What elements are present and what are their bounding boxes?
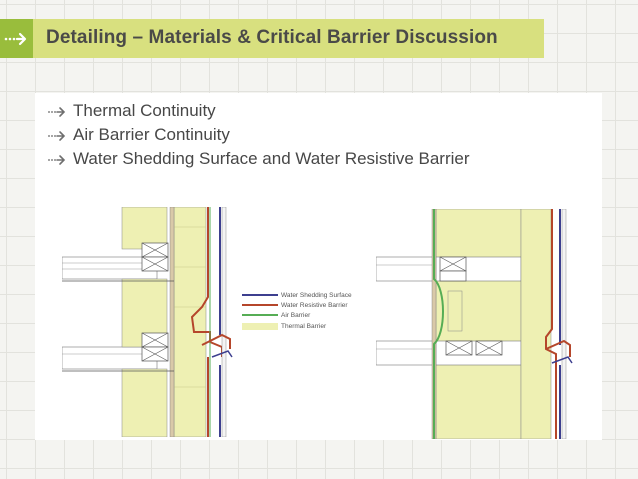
bullet-text: Water Shedding Surface and Water Resisti… [73, 149, 470, 168]
legend-label: Water Resistive Barrier [281, 301, 348, 309]
bullet-item: Air Barrier Continuity [47, 123, 470, 147]
legend-swatch [242, 304, 278, 306]
slide-title: Detailing – Materials & Critical Barrier… [46, 27, 498, 48]
legend-item: Water Shedding Surface [242, 290, 352, 300]
legend-label: Water Shedding Surface [281, 291, 352, 299]
slide-header: Detailing – Materials & Critical Barrier… [0, 19, 544, 58]
barrier-legend: Water Shedding Surface Water Resistive B… [242, 290, 362, 340]
legend-item: Thermal Barrier [242, 321, 326, 331]
legend-swatch [242, 322, 278, 330]
legend-swatch [242, 314, 278, 316]
arrow-bullet-icon [48, 107, 66, 117]
bullet-text: Thermal Continuity [73, 101, 216, 120]
arrow-bullet-icon [48, 155, 66, 165]
wall-section-drawing-left [62, 207, 280, 437]
bullet-list: Thermal Continuity Air Barrier Continuit… [47, 99, 470, 171]
legend-label: Thermal Barrier [281, 322, 327, 330]
legend-label: Air Barrier [281, 311, 311, 319]
bullet-item: Water Shedding Surface and Water Resisti… [47, 147, 470, 171]
legend-item: Water Resistive Barrier [242, 300, 348, 310]
arrow-bullet-icon [48, 131, 66, 141]
arrow-icon [0, 19, 33, 58]
legend-swatch [242, 294, 278, 296]
bullet-text: Air Barrier Continuity [73, 125, 230, 144]
legend-item: Air Barrier [242, 310, 310, 320]
wall-section-drawing-right [376, 209, 596, 439]
bullet-item: Thermal Continuity [47, 99, 470, 123]
content-panel: Thermal Continuity Air Barrier Continuit… [35, 93, 602, 440]
